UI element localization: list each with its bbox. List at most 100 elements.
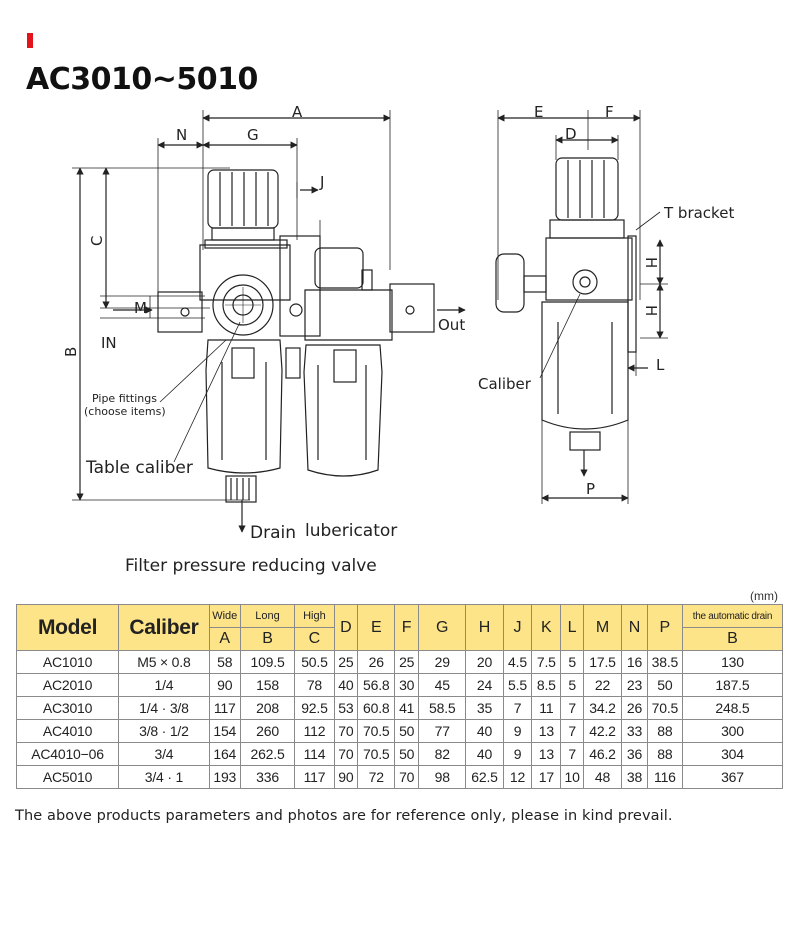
cell-g: 45 <box>418 673 467 697</box>
cell-l: 7 <box>560 742 584 766</box>
cell-h: 62.5 <box>465 765 504 789</box>
cell-f: 50 <box>394 719 420 743</box>
header-n: N <box>621 604 648 651</box>
table-header-row: Model Caliber Wide Long High D E F G H J… <box>15 604 784 651</box>
cell-h: 40 <box>465 719 504 743</box>
cell-drain: 367 <box>681 765 784 789</box>
cell-b: 260 <box>239 719 296 743</box>
cell-b: 262.5 <box>239 742 296 766</box>
cell-p: 88 <box>646 719 683 743</box>
cell-caliber: 3/4 · 1 <box>118 765 210 789</box>
cell-drain: 187.5 <box>681 673 784 697</box>
cell-d: 53 <box>333 696 359 720</box>
header-d: D <box>333 604 359 651</box>
cell-c: 114 <box>294 742 335 766</box>
cell-drain: 130 <box>681 650 784 674</box>
spec-table: Model Caliber Wide Long High D E F G H J… <box>15 604 784 789</box>
cell-p: 116 <box>646 765 683 789</box>
cell-model: AC5010 <box>15 765 120 789</box>
cell-g: 77 <box>418 719 467 743</box>
header-m: M <box>582 604 623 651</box>
cell-j: 5.5 <box>502 673 533 697</box>
cell-caliber: 1/4 <box>118 673 210 697</box>
technical-drawing: A N G J B C M IN Out Pipe fittings (choo… <box>62 103 734 543</box>
cell-m: 46.2 <box>582 742 623 766</box>
cell-e: 72 <box>357 765 396 789</box>
dim-j-label: J <box>319 173 324 191</box>
header-auto-drain: the automatic drain <box>681 604 784 628</box>
cell-d: 25 <box>333 650 359 674</box>
cell-b: 208 <box>239 696 296 720</box>
cell-a: 193 <box>208 765 241 789</box>
cell-caliber: M5 × 0.8 <box>118 650 210 674</box>
cell-k: 13 <box>531 719 562 743</box>
cell-f: 30 <box>394 673 420 697</box>
cell-g: 58.5 <box>418 696 467 720</box>
dim-f-label: F <box>605 103 614 121</box>
cell-h: 35 <box>465 696 504 720</box>
dim-p-label: P <box>586 480 595 498</box>
cell-m: 22 <box>582 673 623 697</box>
t-bracket-label: T bracket <box>663 204 734 222</box>
dim-n-label: N <box>176 126 187 144</box>
table-subheader-row: A B C B <box>17 627 784 651</box>
cell-a: 90 <box>208 673 241 697</box>
cell-n: 26 <box>621 696 648 720</box>
dim-m-label: M <box>134 299 147 317</box>
header-g: G <box>418 604 467 651</box>
choose-items-label: (choose items) <box>84 405 166 418</box>
cell-drain: 300 <box>681 719 784 743</box>
cell-e: 56.8 <box>357 673 396 697</box>
cell-b: 109.5 <box>239 650 296 674</box>
cell-j: 4.5 <box>502 650 533 674</box>
header-e: E <box>357 604 396 651</box>
cell-g: 29 <box>418 650 467 674</box>
cell-f: 25 <box>394 650 420 674</box>
header-high: High <box>294 604 335 628</box>
cell-a: 58 <box>208 650 241 674</box>
cell-e: 26 <box>357 650 396 674</box>
cell-g: 82 <box>418 742 467 766</box>
cell-a: 154 <box>208 719 241 743</box>
header-h: H <box>465 604 504 651</box>
dim-l-label: L <box>656 356 665 374</box>
cell-p: 50 <box>646 673 683 697</box>
dim-b-label: B <box>62 347 80 357</box>
cell-k: 7.5 <box>531 650 562 674</box>
out-label: Out <box>438 316 465 334</box>
header-p: P <box>646 604 683 651</box>
cell-k: 11 <box>531 696 562 720</box>
cell-caliber: 1/4 · 3/8 <box>118 696 210 720</box>
cell-j: 7 <box>502 696 533 720</box>
cell-d: 70 <box>333 719 359 743</box>
cell-l: 7 <box>560 719 584 743</box>
cell-p: 38.5 <box>646 650 683 674</box>
cell-model: AC2010 <box>15 673 120 697</box>
cell-a: 117 <box>208 696 241 720</box>
table-caliber-label: Table caliber <box>85 458 193 478</box>
cell-f: 50 <box>394 742 420 766</box>
dim-h1-label: H <box>642 257 660 268</box>
cell-m: 42.2 <box>582 719 623 743</box>
cell-b: 158 <box>239 673 296 697</box>
cell-c: 92.5 <box>294 696 335 720</box>
cell-f: 70 <box>394 765 420 789</box>
dim-c-label: C <box>88 236 106 246</box>
cell-drain: 248.5 <box>681 696 784 720</box>
cell-m: 48 <box>582 765 623 789</box>
cell-caliber: 3/4 <box>118 742 210 766</box>
header-wide: Wide <box>208 604 241 628</box>
cell-l: 10 <box>560 765 584 789</box>
page-title: AC3010~5010 <box>26 62 258 97</box>
cell-a: 164 <box>208 742 241 766</box>
header-model: Model <box>15 604 120 651</box>
cell-j: 12 <box>502 765 533 789</box>
disclaimer-note: The above products parameters and photos… <box>15 808 673 824</box>
accent-bar <box>27 33 33 48</box>
cell-model: AC3010 <box>15 696 120 720</box>
cell-n: 33 <box>621 719 648 743</box>
cell-h: 24 <box>465 673 504 697</box>
